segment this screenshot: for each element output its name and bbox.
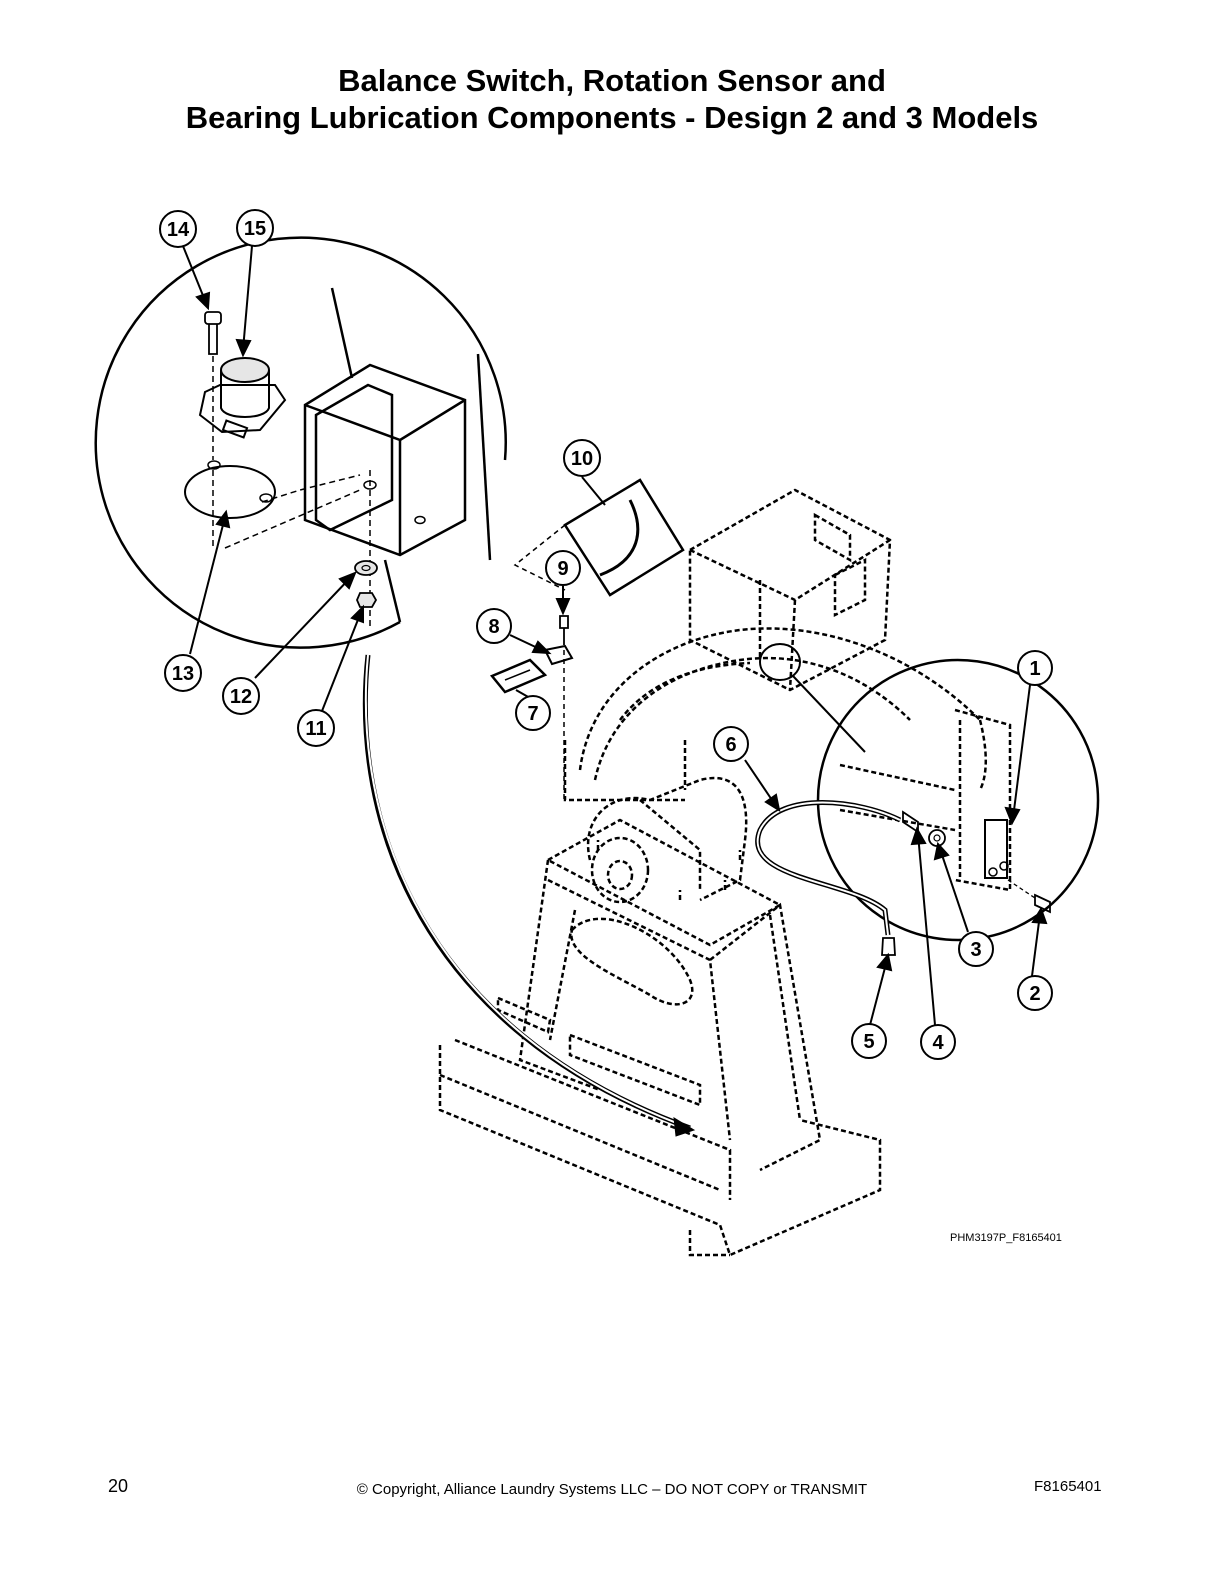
callout-4: 4 <box>920 1024 956 1060</box>
callout-15: 15 <box>236 209 274 247</box>
sensor-parts <box>489 478 685 800</box>
callout-label: 8 <box>488 616 499 638</box>
detail-source-circle <box>759 643 801 681</box>
callout-7: 7 <box>515 695 551 731</box>
lubrication-detail-view <box>755 643 1100 956</box>
leader-lines <box>182 245 1048 1026</box>
callout-label: 6 <box>725 734 736 756</box>
washer <box>354 560 378 576</box>
title-line-2: Bearing Lubrication Components - Design … <box>185 100 1039 135</box>
callout-label: 9 <box>557 558 568 580</box>
callout-label: 5 <box>863 1031 874 1053</box>
callout-2: 2 <box>1017 975 1053 1011</box>
sensor-cable-box <box>563 478 685 597</box>
document-number: F8165401 <box>1034 1478 1102 1495</box>
callout-12: 12 <box>222 677 260 715</box>
callout-5: 5 <box>851 1023 887 1059</box>
copyright-notice: © Copyright, Alliance Laundry Systems LL… <box>356 1481 868 1498</box>
page-number: 20 <box>108 1476 129 1496</box>
callout-1: 1 <box>1017 650 1053 686</box>
callout-label: 2 <box>1029 983 1040 1005</box>
callout-8: 8 <box>476 608 512 644</box>
fitting-bushing <box>928 829 946 847</box>
sensor-bracket <box>543 644 574 666</box>
callout-label: 10 <box>571 448 593 470</box>
callout-6: 6 <box>713 726 749 762</box>
nut <box>356 592 378 608</box>
callout-label: 12 <box>230 686 252 708</box>
callout-label: 13 <box>172 663 194 685</box>
callout-3: 3 <box>958 931 994 967</box>
callout-label: 3 <box>970 939 981 961</box>
callout-label: 4 <box>932 1032 944 1054</box>
callout-10: 10 <box>563 439 601 477</box>
detail-circle-right <box>816 658 1100 942</box>
title-line-1: Balance Switch, Rotation Sensor and <box>338 63 886 98</box>
callout-label: 14 <box>167 219 190 241</box>
hose-end-fitting <box>881 937 896 956</box>
balance-switch-detail-view <box>94 236 696 1137</box>
callout-13: 13 <box>164 654 202 692</box>
mounting-bolt <box>204 311 222 355</box>
callout-label: 7 <box>527 703 538 725</box>
callout-9: 9 <box>545 550 581 586</box>
grease-fitting <box>1034 893 1051 914</box>
callout-14: 14 <box>159 210 197 248</box>
callout-label: 15 <box>244 218 266 240</box>
callout-11: 11 <box>297 709 335 747</box>
figure-code: PHM3197P_F8165401 <box>950 1232 1062 1244</box>
rotation-sensor-box <box>489 658 548 694</box>
gasket-plate <box>184 465 276 519</box>
lube-plate <box>984 819 1008 879</box>
pointer-arrowhead <box>673 1117 696 1137</box>
detail-circle-left <box>94 236 507 649</box>
machine-frame <box>438 488 988 1257</box>
page-title: Balance Switch, Rotation Sensor and Bear… <box>0 62 1224 136</box>
balance-switch-body <box>198 357 287 439</box>
callout-markers: 1 2 3 4 5 6 7 8 <box>159 209 1053 1060</box>
sensor-screw <box>559 615 569 645</box>
callout-label: 11 <box>305 718 326 740</box>
callout-label: 1 <box>1029 658 1040 680</box>
